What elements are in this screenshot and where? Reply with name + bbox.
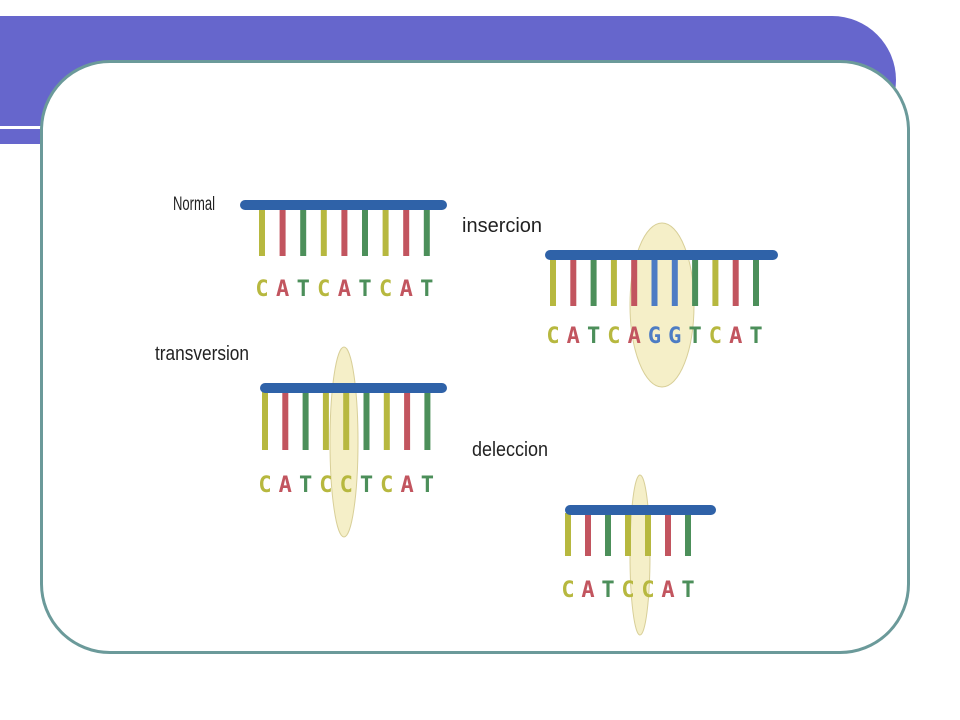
transversion-base-A: A	[400, 473, 413, 498]
insercion-base-A: A	[729, 324, 742, 349]
insercion-base-C: C	[607, 324, 620, 349]
insercion-tick-T	[692, 258, 699, 306]
normal-tick-A	[341, 208, 348, 256]
normal-tick-A	[403, 208, 410, 256]
transversion-tick-C	[343, 391, 350, 450]
normal-tick-C	[382, 208, 389, 256]
transversion-tick-T	[302, 391, 309, 450]
insercion-tick-G	[651, 258, 658, 306]
deleccion-backbone	[565, 505, 716, 515]
insercion-tick-C	[712, 258, 719, 306]
transversion-tick-A	[404, 391, 411, 450]
label-normal: Normal	[173, 194, 215, 215]
insercion-tick-A	[732, 258, 739, 306]
insercion-base-T: T	[749, 324, 762, 349]
transversion-tick-C	[383, 391, 390, 450]
insercion-base-C: C	[546, 324, 559, 349]
insercion-tick-T	[753, 258, 759, 306]
normal-tick-C	[259, 208, 265, 256]
deleccion-tick-C	[645, 513, 651, 556]
transversion-base-C: C	[340, 473, 353, 498]
deleccion-tick-T	[685, 513, 691, 556]
insercion-tick-A	[631, 258, 638, 306]
insercion-base-G: G	[668, 324, 681, 349]
normal-base-A: A	[276, 277, 289, 302]
insercion-highlight	[629, 222, 695, 388]
deleccion-base-T: T	[681, 578, 694, 603]
normal-tick-T	[362, 208, 368, 256]
insercion-base-T: T	[688, 324, 701, 349]
deleccion-base-C: C	[621, 578, 634, 603]
deleccion-base-C: C	[641, 578, 654, 603]
normal-base-A: A	[338, 277, 351, 302]
normal-base-A: A	[400, 277, 413, 302]
deleccion-tick-A	[665, 513, 671, 556]
insercion-base-C: C	[709, 324, 722, 349]
insercion-base-A: A	[567, 324, 580, 349]
deleccion-tick-A	[585, 513, 591, 556]
transversion-tick-C	[322, 391, 329, 450]
transversion-base-C: C	[258, 473, 271, 498]
deleccion-tick-C	[565, 513, 571, 556]
transversion-base-A: A	[279, 473, 292, 498]
deleccion-base-T: T	[601, 578, 614, 603]
label-deleccion: deleccion	[472, 439, 548, 461]
insercion-base-G: G	[648, 324, 661, 349]
transversion-base-C: C	[380, 473, 393, 498]
normal-base-C: C	[379, 277, 392, 302]
normal-tick-A	[279, 208, 286, 256]
deleccion-base-C: C	[561, 578, 574, 603]
deleccion-base-A: A	[661, 578, 674, 603]
label-transversion: transversion	[155, 343, 249, 365]
transversion-tick-A	[282, 391, 289, 450]
insercion-backbone	[545, 250, 778, 260]
normal-tick-C	[320, 208, 327, 256]
normal-tick-T	[300, 208, 307, 256]
insercion-tick-A	[570, 258, 577, 306]
deleccion-base-A: A	[581, 578, 594, 603]
transversion-base-T: T	[360, 473, 373, 498]
slide-frame	[40, 60, 910, 654]
transversion-base-C: C	[319, 473, 332, 498]
normal-tick-T	[423, 208, 430, 256]
transversion-tick-T	[363, 391, 370, 450]
transversion-tick-T	[424, 391, 431, 450]
normal-base-C: C	[317, 277, 330, 302]
deleccion-tick-T	[605, 513, 611, 556]
insercion-tick-G	[671, 258, 678, 306]
normal-base-C: C	[255, 277, 268, 302]
insercion-base-A: A	[628, 324, 641, 349]
insercion-tick-T	[590, 258, 597, 306]
insercion-base-T: T	[587, 324, 600, 349]
insercion-tick-C	[550, 258, 556, 306]
insercion-tick-C	[610, 258, 617, 306]
label-insercion: insercion	[462, 215, 542, 237]
normal-base-T: T	[297, 277, 310, 302]
normal-backbone	[240, 200, 447, 210]
transversion-base-T: T	[421, 473, 434, 498]
deleccion-tick-C	[625, 513, 631, 556]
transversion-backbone	[260, 383, 447, 393]
normal-base-T: T	[420, 277, 433, 302]
transversion-base-T: T	[299, 473, 312, 498]
normal-base-T: T	[358, 277, 371, 302]
transversion-tick-C	[262, 391, 268, 450]
